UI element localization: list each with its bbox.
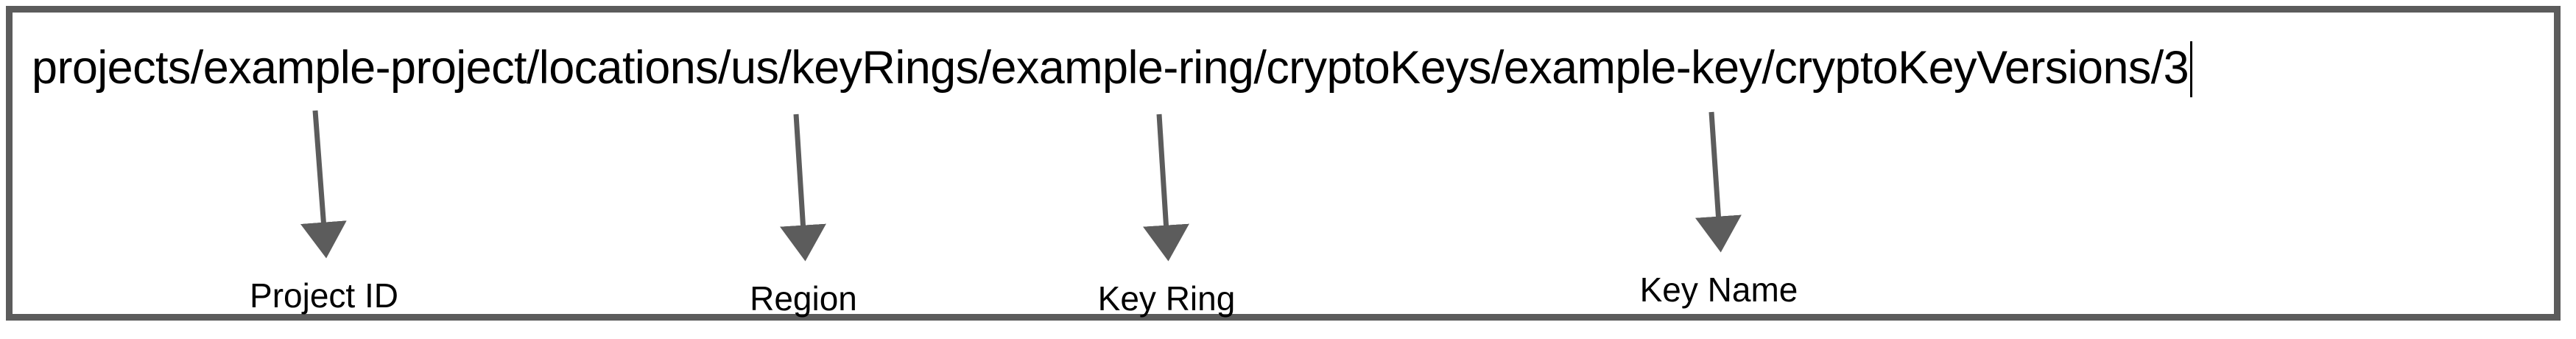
annotation-label: Key Ring [1097,279,1236,318]
annotation-label: Project ID [250,276,398,315]
resource-path-text: projects/example-project/locations/us/ke… [32,42,2189,94]
annotation-label: Key Name [1639,270,1798,309]
annotation-label: Region [750,279,857,318]
resource-path-field[interactable]: projects/example-project/locations/us/ke… [32,40,2193,97]
diagram-panel: projects/example-project/locations/us/ke… [6,6,2561,321]
text-caret [2190,41,2193,97]
